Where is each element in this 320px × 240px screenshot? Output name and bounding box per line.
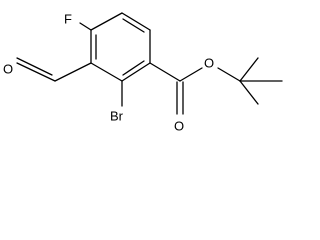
bond-c2-cho-carbon bbox=[54, 62, 92, 82]
ester-carbonyl-oxygen-label: O bbox=[174, 119, 184, 134]
ester-ether-oxygen-label: O bbox=[204, 56, 214, 71]
bond-ether-o-quaternary-carbon bbox=[217, 67, 241, 82]
bond-cho-c-o-outer bbox=[16, 62, 56, 82]
bromine-atom-label: Br bbox=[110, 109, 124, 124]
bond-c1-f bbox=[79, 22, 92, 31]
bond-c4-ester-carbon bbox=[149, 62, 181, 82]
ring-bond-c2-c3 bbox=[90, 62, 123, 82]
bond-cho-c-o-inner bbox=[16, 57, 53, 76]
tert-butyl-methyl-bond-down bbox=[239, 80, 259, 105]
tert-butyl-group bbox=[239, 57, 283, 105]
fluorine-atom-label: F bbox=[64, 12, 72, 27]
ring-inner-bond-c5-c6 bbox=[122, 18, 145, 33]
bond-ester-c-ether-o bbox=[179, 67, 203, 82]
aldehyde-oxygen-label: O bbox=[3, 62, 13, 77]
chemical-structure-diagram: F O Br O O bbox=[3, 12, 283, 134]
benzene-ring bbox=[90, 12, 151, 82]
ring-bond-c3-c4 bbox=[121, 62, 151, 82]
tert-butyl-methyl-bond-up bbox=[239, 57, 259, 82]
ring-bond-c6-c1 bbox=[90, 12, 123, 31]
ring-bond-c5-c6 bbox=[121, 12, 151, 31]
ring-inner-bond-c3-c4 bbox=[122, 60, 145, 76]
